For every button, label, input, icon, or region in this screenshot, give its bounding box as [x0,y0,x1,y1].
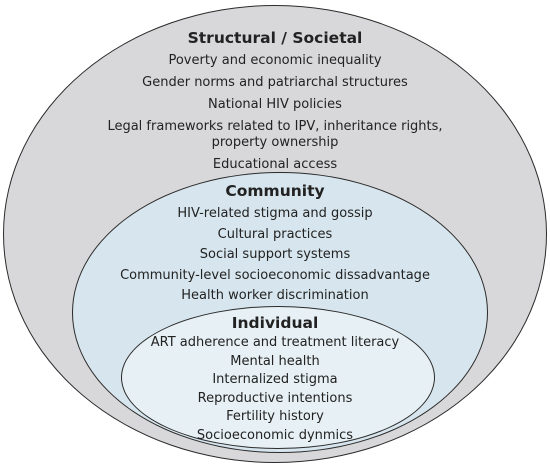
structural-item-education: Educational access [212,157,338,172]
individual-level-title: Individual [231,314,319,332]
community-level-text: Community HIV-related stigma and gossip … [0,181,550,309]
community-item-socioeconomic: Community-level socioeconomic dissadvant… [120,267,430,283]
structural-item-hiv-policies: National HIV policies [208,97,342,112]
individual-ellipse [121,306,435,449]
individual-item-reproductive-intentions: Reproductive intentions [197,390,353,406]
community-item-stigma: HIV-related stigma and gossip [177,206,373,221]
individual-item-art-adherence: ART adherence and treatment literacy [150,335,400,350]
community-level-title: Community [225,182,325,200]
structural-level-title: Structural / Societal [187,29,363,47]
structural-level-text: Structural / Societal Poverty and econom… [0,28,550,179]
structural-item-legal-frameworks-continued: property ownership [211,135,339,150]
individual-item-socioeconomic: Socioeconomic dynmics [196,427,354,443]
individual-item-internalized-stigma: Internalized stigma [212,372,338,388]
structural-item-gender-norms: Gender norms and patriarchal structures [142,75,408,90]
community-item-health-worker: Health worker discrimination [181,288,369,303]
individual-item-mental-health: Mental health [230,353,320,369]
structural-item-legal-frameworks: Legal frameworks related to IPV, inherit… [107,119,443,134]
structural-item-poverty: Poverty and economic inequality [168,53,382,68]
individual-item-fertility-history: Fertility history [226,409,324,425]
community-item-social-support: Social support systems [199,247,351,262]
individual-level-text: Individual ART adherence and treatment l… [0,313,550,447]
community-item-cultural-practices: Cultural practices [217,226,333,242]
